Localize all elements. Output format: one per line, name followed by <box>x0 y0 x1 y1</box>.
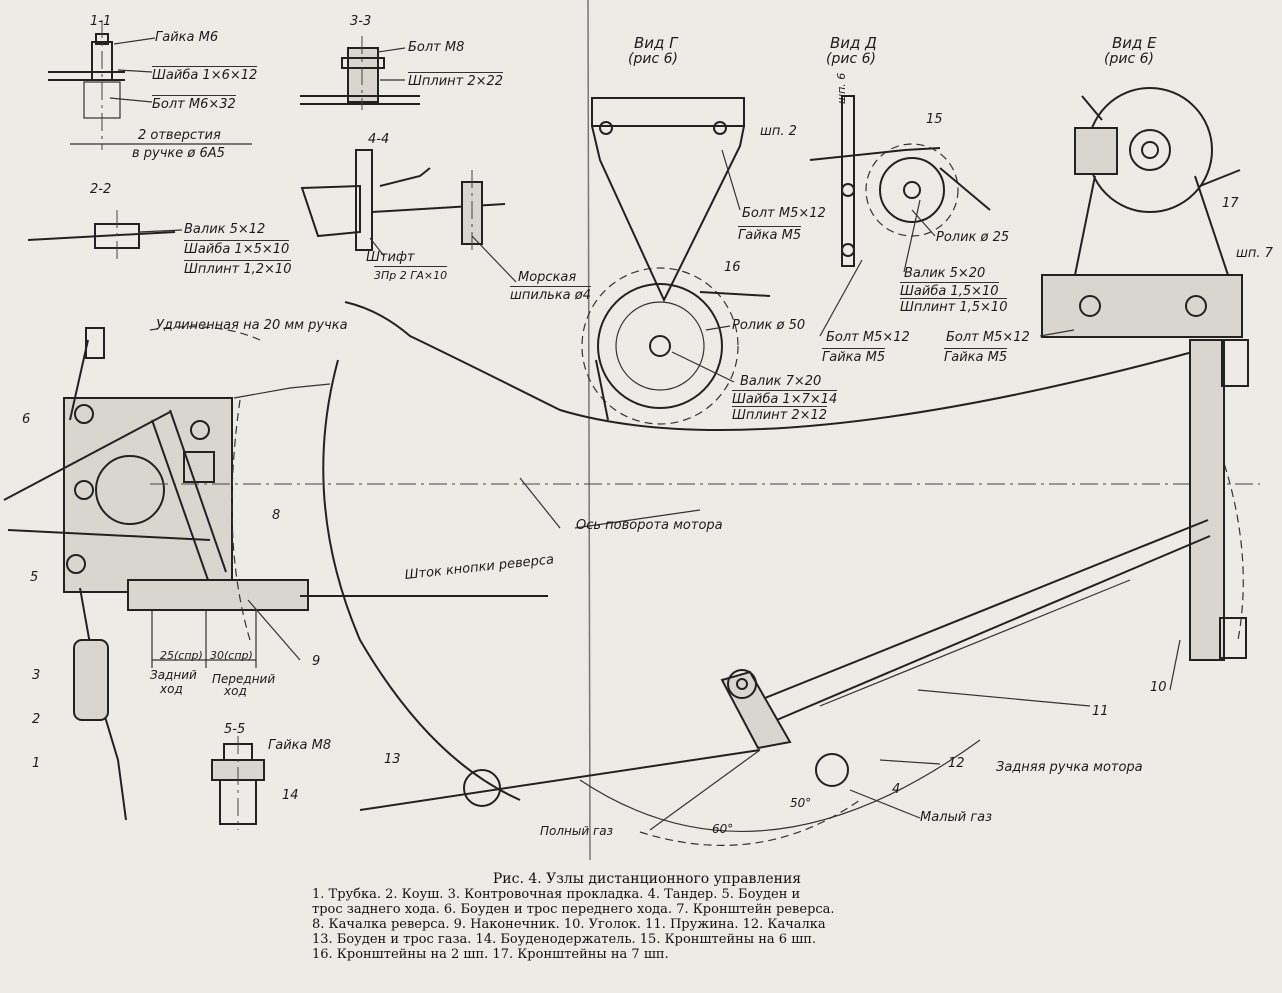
section-2-2-label: 2-2 <box>90 182 112 197</box>
caption-line-2: трос заднего хода. 6. Боуден и трос пере… <box>312 902 835 917</box>
part-number-10: 10 <box>1150 680 1167 695</box>
vid-g-view <box>581 97 771 425</box>
rear-handle-bracket <box>1189 339 1249 661</box>
callout-pin-2x22: Шплинт 2×22 <box>408 72 504 89</box>
part-number-6: 6 <box>22 412 31 427</box>
part-number-3: 3 <box>32 668 41 683</box>
callout-d-bolt-m5x12: Болт М5×12 <box>826 330 910 345</box>
callout-g-bracket-2: шп. 2 <box>760 124 797 139</box>
label-forward-stroke: Передний <box>212 672 276 686</box>
vid-d-title: Вид Д <box>830 34 877 52</box>
callout-g-washer-1x7x14: Шайба 1×7×14 <box>732 390 838 407</box>
callout-e-nut-m5: Гайка М5 <box>944 348 1008 365</box>
stroke-dimensions <box>151 610 257 668</box>
label-full-throttle: Полный газ <box>540 824 614 838</box>
callout-g-bolt-m5x12: Болт М5×12 <box>742 206 826 221</box>
part-number-9: 9 <box>312 654 321 669</box>
caption-line-4: 13. Боуден и трос газа. 14. Боуденодержа… <box>312 932 817 947</box>
callout-dowel: Штифт <box>366 250 415 265</box>
callout-nut-m8: Гайка М8 <box>268 738 332 753</box>
page-fold-line <box>587 0 591 861</box>
vid-g-title: Вид Г <box>634 34 678 52</box>
part-number-13: 13 <box>384 752 401 767</box>
section-5-5-view <box>211 736 265 830</box>
part-number-2: 2 <box>32 712 41 727</box>
callout-roller-25: Ролик ø 25 <box>936 230 1010 245</box>
dimension-30-spr: 30(спр) <box>210 649 253 662</box>
caption-line-1: 1. Трубка. 2. Коуш. 3. Контровочная прок… <box>312 887 801 902</box>
callout-dowel-spec: 3Пр 2 ГА×10 <box>374 266 448 283</box>
section-5-5-label: 5-5 <box>224 722 246 737</box>
figure-caption: Рис. 4. Узлы дистанционного управления 1… <box>312 871 982 963</box>
callout-g-pin-2x12: Шплинт 2×12 <box>732 406 828 423</box>
dimension-25-spr: 25(спр) <box>160 649 203 662</box>
label-idle-throttle: Малый газ <box>920 810 993 825</box>
caption-line-3: 8. Качалка реверса. 9. Наконечник. 10. У… <box>312 917 826 932</box>
section-4-4-view <box>300 149 506 252</box>
part-number-4: 4 <box>892 782 901 797</box>
section-1-1-label: 1-1 <box>90 14 112 29</box>
part-number-1: 1 <box>32 756 41 771</box>
callout-two-holes: 2 отверстия <box>138 128 221 143</box>
part-number-14: 14 <box>282 788 299 803</box>
callout-d-bracket-6: шп. 6 <box>835 72 848 104</box>
section-4-4-label: 4-4 <box>368 132 390 147</box>
callout-marine-pin-diameter: шпилька ø4 <box>510 286 591 303</box>
vid-g-ref: (рис 6) <box>628 51 678 67</box>
part-number-17: 17 <box>1222 196 1239 211</box>
motor-outline <box>150 301 1260 801</box>
callout-bolt-m8: Болт М8 <box>408 40 465 55</box>
section-3-3-label: 3-3 <box>350 14 372 29</box>
angle-50: 50° <box>790 796 812 810</box>
callout-rear-motor-handle: Задняя ручка мотора <box>996 760 1143 775</box>
vid-e-title: Вид Е <box>1112 34 1157 52</box>
callout-roller-50: Ролик ø 50 <box>732 318 806 333</box>
label-reverse-stroke: Задний <box>150 668 197 682</box>
callout-bolt-m6x32: Болт М6×32 <box>152 95 236 112</box>
part-number-15: 15 <box>926 112 943 127</box>
callout-d-nut-m5: Гайка М5 <box>822 348 886 365</box>
callout-pin-1-2x10: Шплинт 1,2×10 <box>184 260 292 277</box>
angle-60: 60° <box>712 822 734 836</box>
part-number-8: 8 <box>272 508 281 523</box>
caption-line-5: 16. Кронштейны на 2 шп. 17. Кронштейны н… <box>312 947 669 962</box>
part-number-16: 16 <box>724 260 741 275</box>
label-reverse-stroke-2: ход <box>160 682 183 696</box>
leader-lines <box>109 37 1181 831</box>
callout-d-washer-1-5x10: Шайба 1,5×10 <box>900 282 999 299</box>
callout-e-bolt-m5x12: Болт М5×12 <box>946 330 1030 345</box>
callout-g-nut-m5: Гайка М5 <box>738 226 802 243</box>
callout-d-pin-1-5x10: Шплинт 1,5×10 <box>900 298 1008 315</box>
callout-motor-pivot-axis: Ось поворота мотора <box>576 518 723 533</box>
part-number-5: 5 <box>30 570 39 585</box>
callout-washer-1x6x12: Шайба 1×6×12 <box>152 66 258 83</box>
callout-e-bracket-7: шп. 7 <box>1236 246 1273 261</box>
vid-d-ref: (рис 6) <box>826 51 876 67</box>
callout-marine-pin: Морская <box>518 270 577 285</box>
callout-nut-m6: Гайка М6 <box>155 30 219 45</box>
label-forward-stroke-2: ход <box>224 684 247 698</box>
section-3-3-view <box>300 36 420 110</box>
callout-shaft-5x12: Валик 5×12 <box>184 222 266 237</box>
vid-e-view <box>1041 87 1243 338</box>
part-number-11: 11 <box>1092 704 1109 719</box>
callout-extended-handle: Удлиненная на 20 мм ручка <box>156 318 348 333</box>
callout-g-shaft-7x20: Валик 7×20 <box>740 374 822 389</box>
throttle-linkage <box>359 519 1211 846</box>
callout-holes-in-handle: в ручке ø 6А5 <box>132 146 225 161</box>
section-1-1-view <box>48 20 252 150</box>
handle-plate-assembly <box>3 326 548 821</box>
caption-title: Рис. 4. Узлы дистанционного управления <box>492 871 802 887</box>
vid-e-ref: (рис 6) <box>1104 51 1154 67</box>
section-2-2-view <box>27 210 176 264</box>
callout-washer-1x5x10: Шайба 1×5×10 <box>184 240 290 257</box>
callout-d-shaft-5x20: Валик 5×20 <box>904 266 986 281</box>
part-number-12: 12 <box>948 756 965 771</box>
